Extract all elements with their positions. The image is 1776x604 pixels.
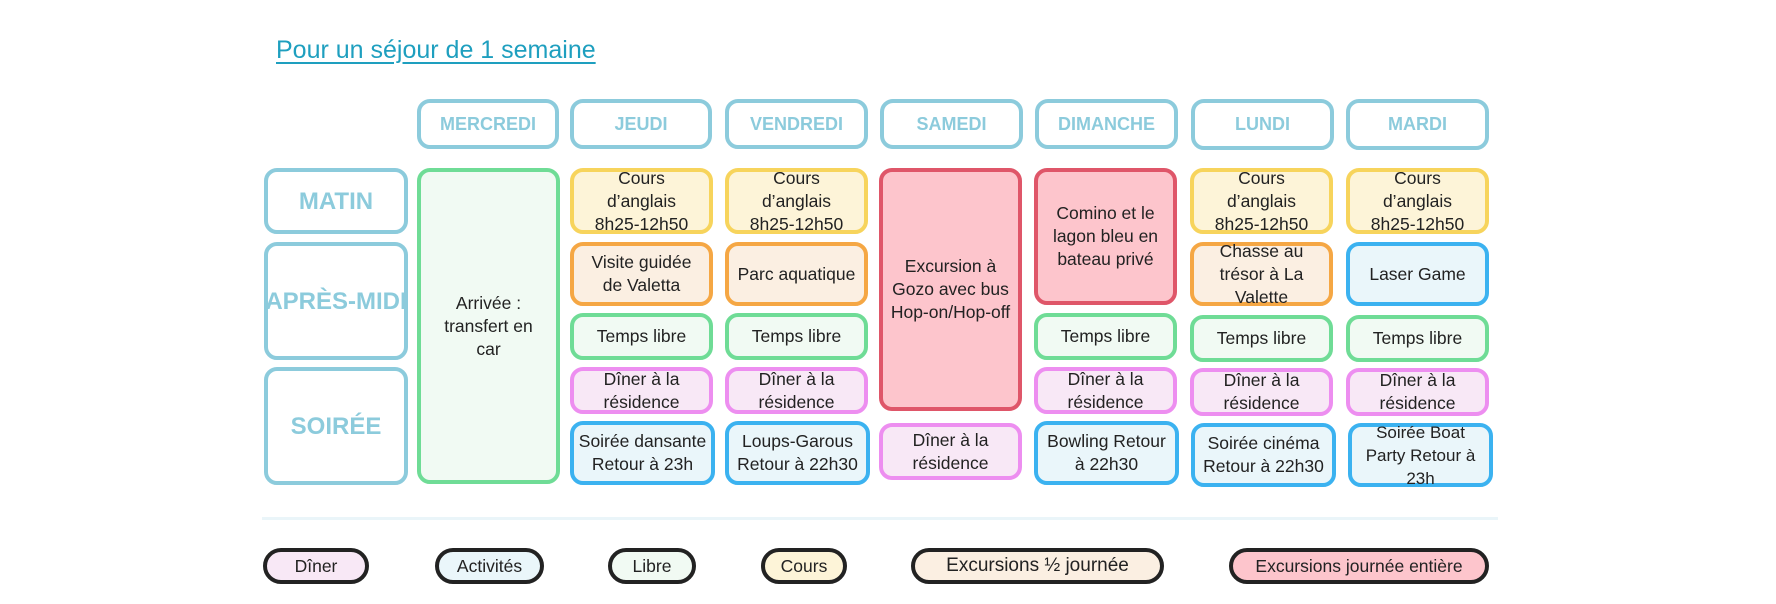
legend-excursions-journee-entiere: Excursions journée entière (1229, 548, 1489, 584)
day-header-vendredi: VENDREDI (725, 99, 868, 149)
activity-samedi-excursion: Excursion à Gozo avec bus Hop-on/Hop-off (879, 168, 1022, 411)
legend-libre: Libre (608, 548, 696, 584)
period-label-apres-midi: APRÈS-MIDI (264, 242, 408, 360)
day-header-jeudi: JEUDI (570, 99, 712, 149)
activity-samedi-diner: Dîner à la résidence (879, 423, 1022, 480)
activity-lundi-chasse: Chasse au trésor à La Valette (1190, 241, 1333, 307)
day-header-mercredi: MERCREDI (417, 99, 559, 149)
legend-activites: Activités (435, 548, 544, 584)
activity-lundi-cours: Cours d’anglais 8h25-12h50 (1190, 168, 1333, 234)
activity-jeudi-libre: Temps libre (570, 313, 713, 360)
page-title-link[interactable]: Pour un séjour de 1 semaine (276, 36, 596, 64)
legend-cours: Cours (761, 548, 847, 584)
period-label-matin: MATIN (264, 168, 408, 234)
day-header-mardi: MARDI (1346, 99, 1489, 150)
activity-mardi-laser: Laser Game (1346, 242, 1489, 306)
activity-dimanche-libre: Temps libre (1034, 313, 1177, 360)
activity-mardi-libre: Temps libre (1346, 315, 1489, 362)
day-header-samedi: SAMEDI (880, 99, 1023, 149)
activity-dimanche-soiree: Bowling Retour à 22h30 (1034, 421, 1179, 485)
activity-vendredi-soiree: Loups-Garous Retour à 22h30 (725, 421, 870, 485)
activity-lundi-diner: Dîner à la résidence (1190, 368, 1333, 416)
activity-jeudi-cours: Cours d’anglais 8h25-12h50 (570, 168, 713, 234)
activity-vendredi-parc: Parc aquatique (725, 242, 868, 306)
legend-excursions-demi-journee: Excursions ½ journée (911, 548, 1164, 584)
activity-jeudi-visite: Visite guidée de Valetta (570, 242, 713, 306)
activity-dimanche-excursion: Comino et le lagon bleu en bateau privé (1034, 168, 1177, 305)
divider (262, 517, 1498, 520)
activity-vendredi-libre: Temps libre (725, 313, 868, 360)
activity-dimanche-diner: Dîner à la résidence (1034, 367, 1177, 414)
legend-diner: Dîner (263, 548, 369, 584)
activity-jeudi-soiree: Soirée dansante Retour à 23h (570, 421, 715, 485)
day-header-lundi: LUNDI (1191, 99, 1334, 150)
day-header-dimanche: DIMANCHE (1035, 99, 1178, 149)
activity-vendredi-diner: Dîner à la résidence (725, 367, 868, 414)
activity-arrivee: Arrivée : transfert en car (417, 168, 560, 484)
activity-mardi-soiree: Soirée Boat Party Retour à 23h (1348, 423, 1493, 488)
activity-mardi-diner: Dîner à la résidence (1346, 368, 1489, 416)
period-label-soiree: SOIRÉE (264, 367, 408, 485)
activity-lundi-soiree: Soirée cinéma Retour à 22h30 (1191, 423, 1336, 487)
activity-mardi-cours: Cours d’anglais 8h25-12h50 (1346, 168, 1489, 234)
activity-vendredi-cours: Cours d’anglais 8h25-12h50 (725, 168, 868, 234)
activity-lundi-libre: Temps libre (1190, 315, 1333, 362)
activity-jeudi-diner: Dîner à la résidence (570, 367, 713, 414)
